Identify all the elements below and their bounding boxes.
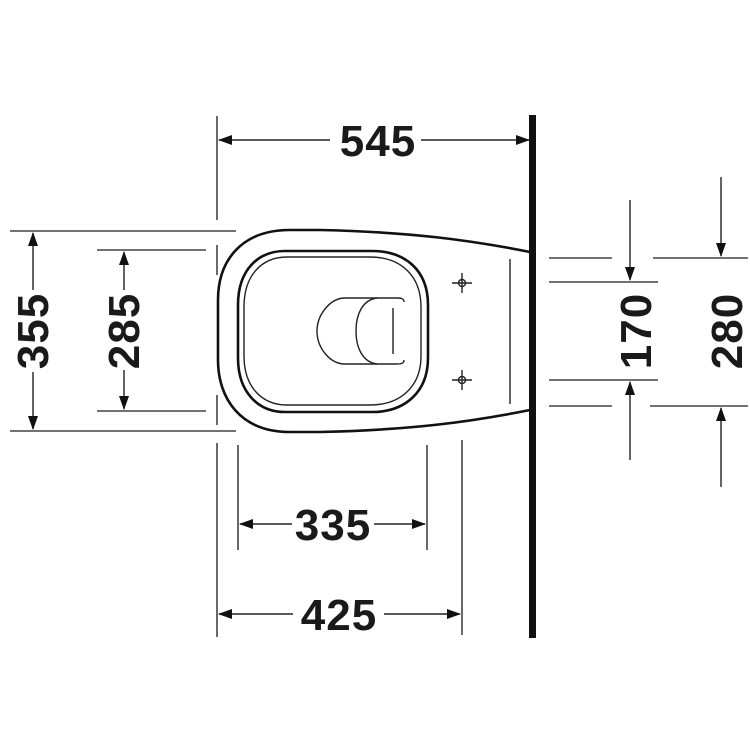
dimension-label-280: 280 — [703, 293, 750, 369]
dimension-label-335: 335 — [295, 501, 371, 550]
dimension-label-170: 170 — [612, 293, 661, 369]
dimension-355: 355 — [9, 230, 236, 432]
dimension-label-285: 285 — [100, 293, 149, 369]
dimension-335: 335 — [237, 445, 428, 550]
dimension-425: 425 — [216, 440, 463, 640]
dimension-545: 545 — [216, 116, 530, 220]
bolt-hole-bottom — [452, 370, 472, 390]
dimension-280: 280 — [650, 177, 750, 487]
bolt-hole-top — [452, 273, 472, 293]
dimension-label-545: 545 — [340, 117, 416, 166]
toilet-outline — [216, 228, 531, 434]
wall-line — [529, 115, 536, 638]
dimension-170: 170 — [549, 200, 661, 460]
dimension-label-425: 425 — [301, 591, 377, 640]
dimension-label-355: 355 — [9, 293, 58, 369]
dimension-285: 285 — [97, 249, 206, 412]
